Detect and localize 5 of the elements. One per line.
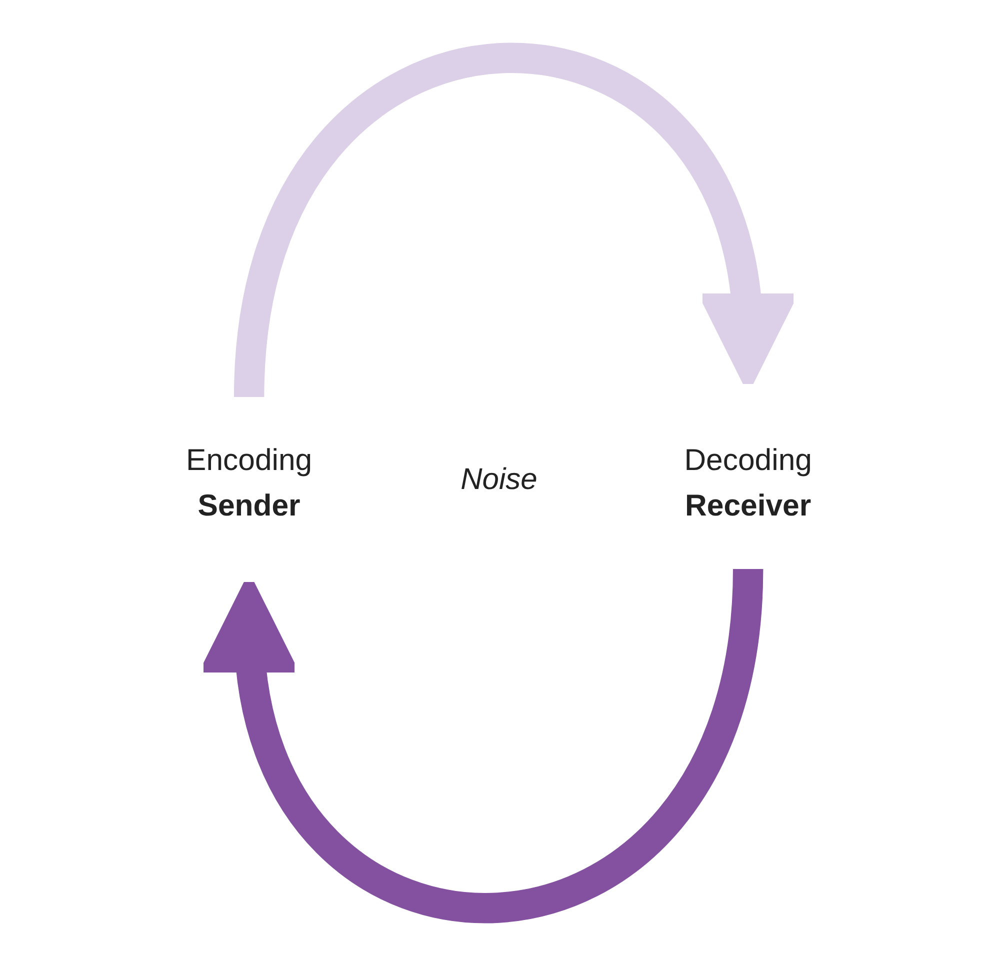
node-text: Decoding Receiver	[684, 442, 812, 523]
curved-arrow	[204, 568, 764, 923]
curved-arrow	[234, 43, 793, 398]
node-text: Encoding Sender	[186, 442, 312, 523]
noise-label: Noise	[460, 463, 538, 497]
